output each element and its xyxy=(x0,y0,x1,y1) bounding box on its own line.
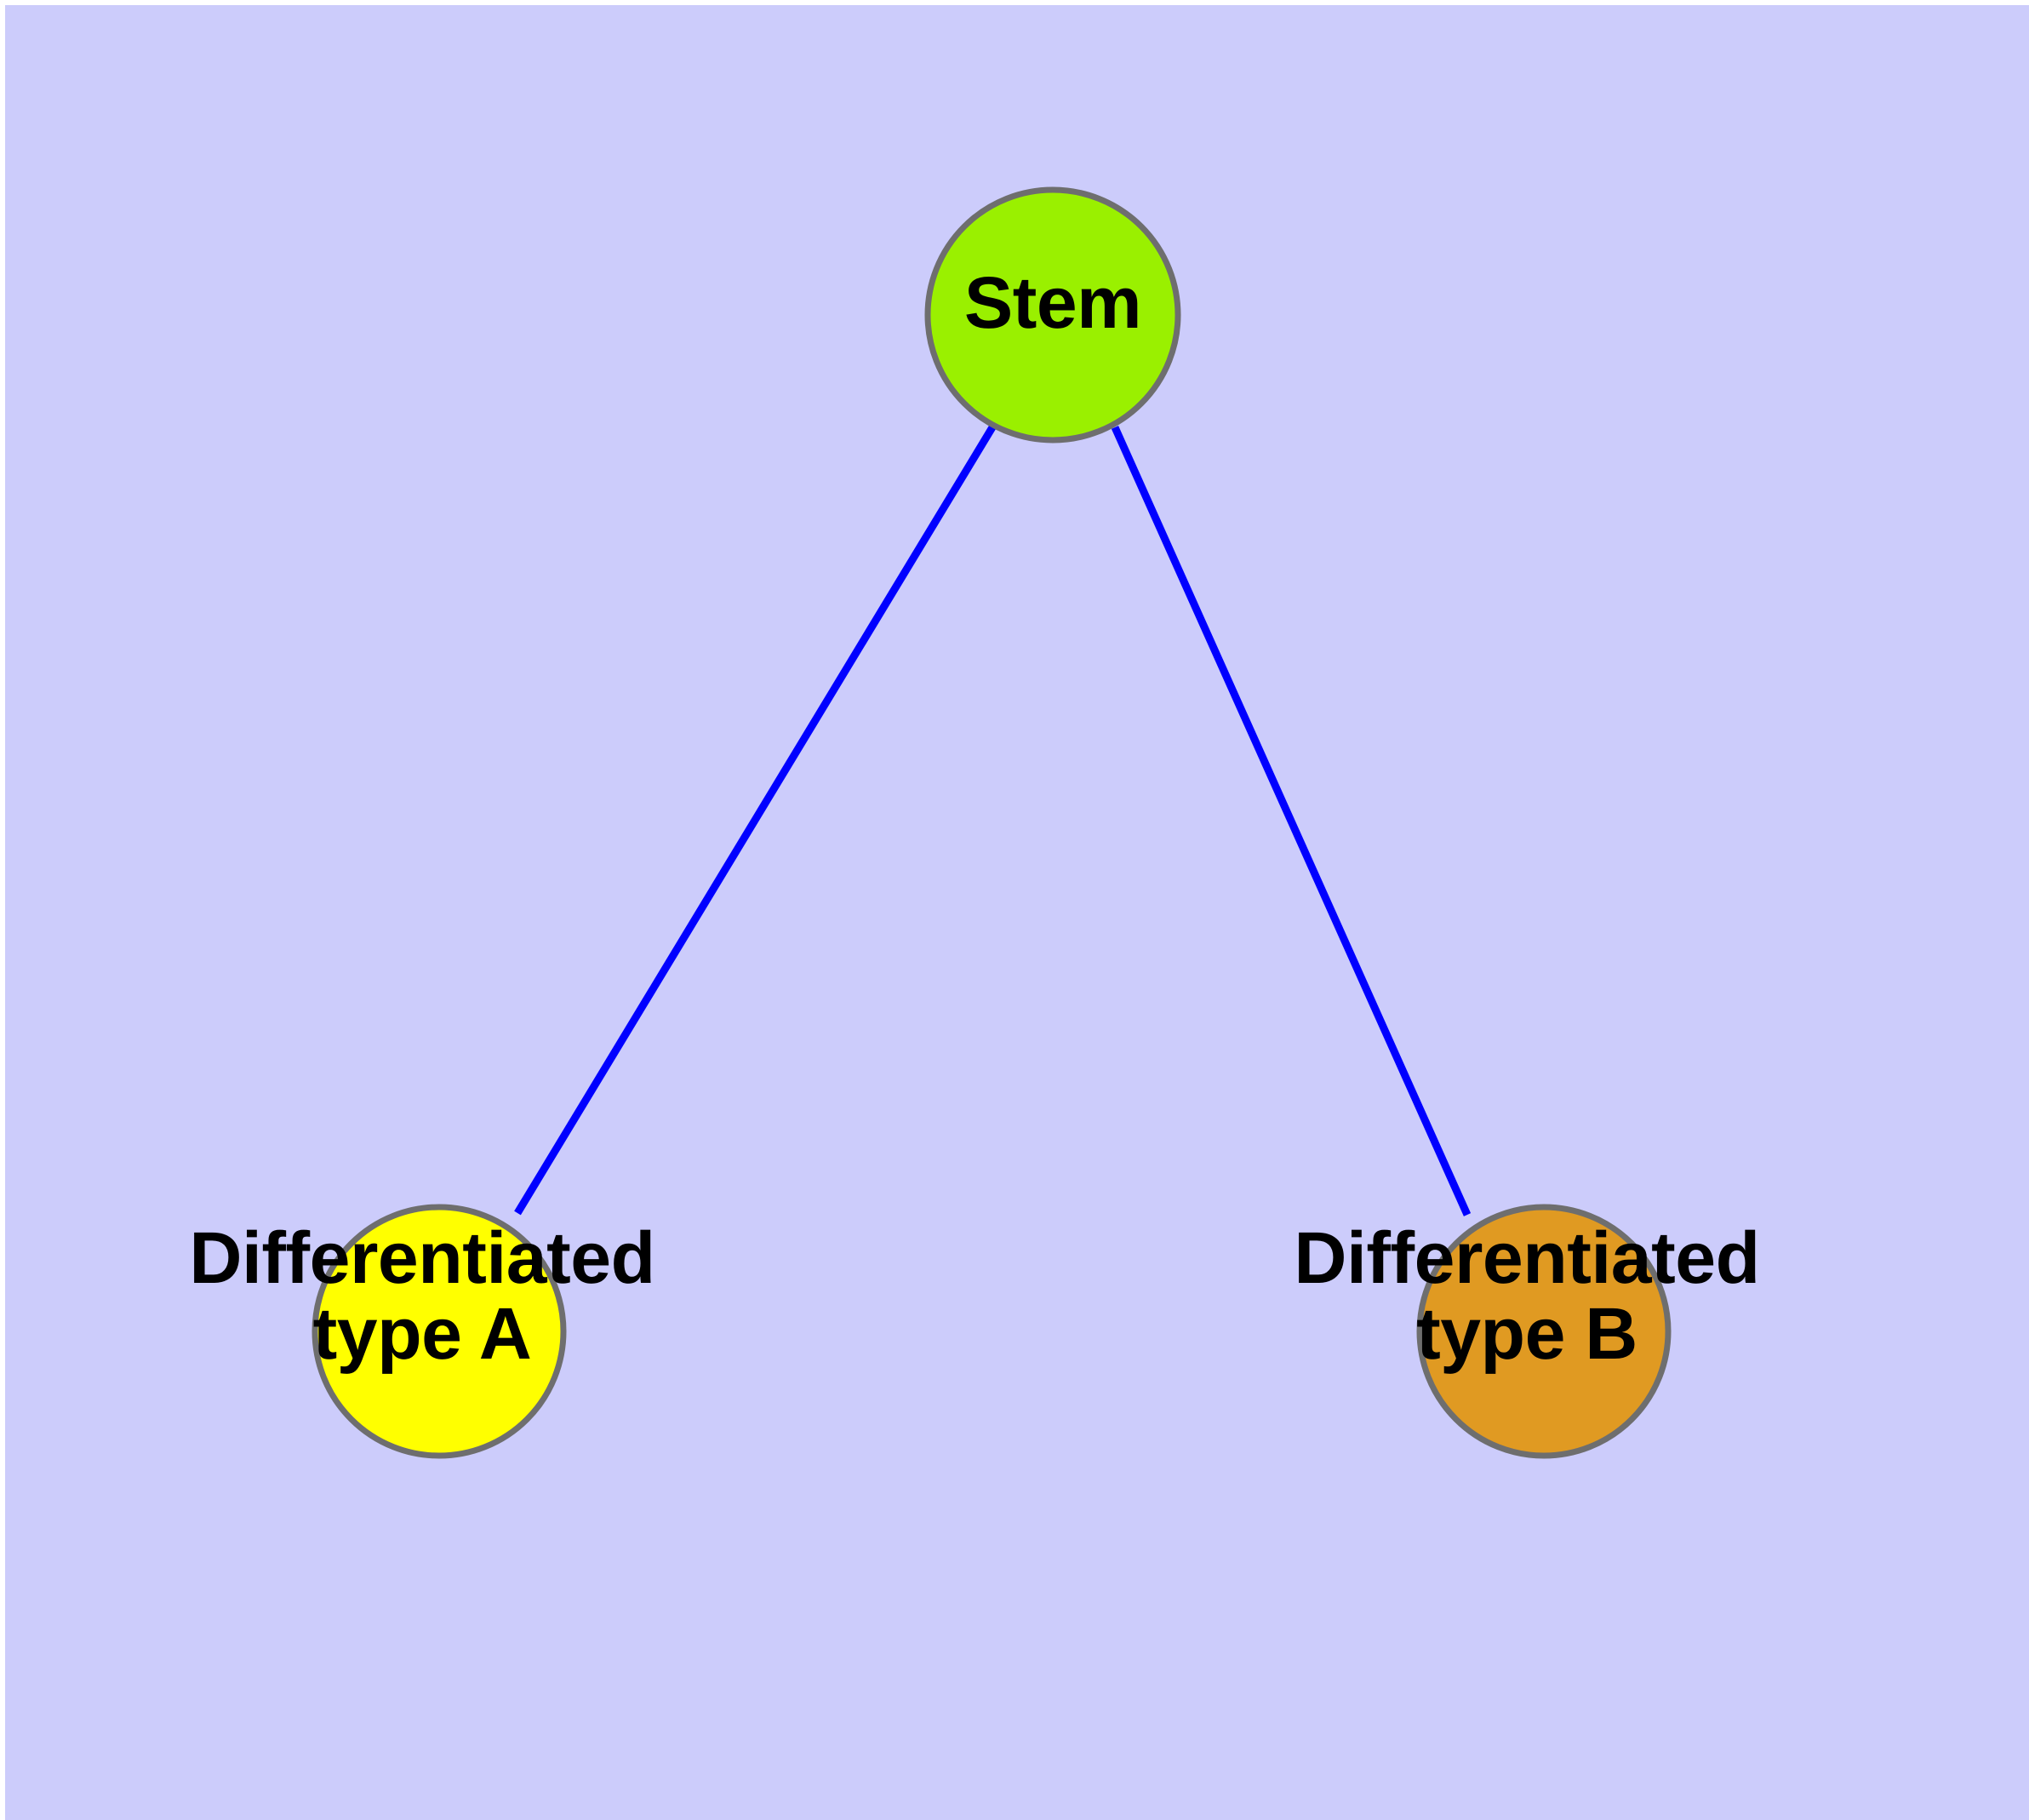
node-layer xyxy=(311,186,1672,1459)
node-differentiated-type-a[interactable] xyxy=(311,1204,567,1459)
edge-stem-to-differentiated-type-a[interactable] xyxy=(514,425,996,1216)
edge-stem-to-differentiated-type-b[interactable] xyxy=(1111,426,1472,1216)
edge-layer xyxy=(514,425,1472,1216)
node-differentiated-type-b[interactable] xyxy=(1416,1204,1672,1459)
node-stem[interactable] xyxy=(924,186,1181,444)
